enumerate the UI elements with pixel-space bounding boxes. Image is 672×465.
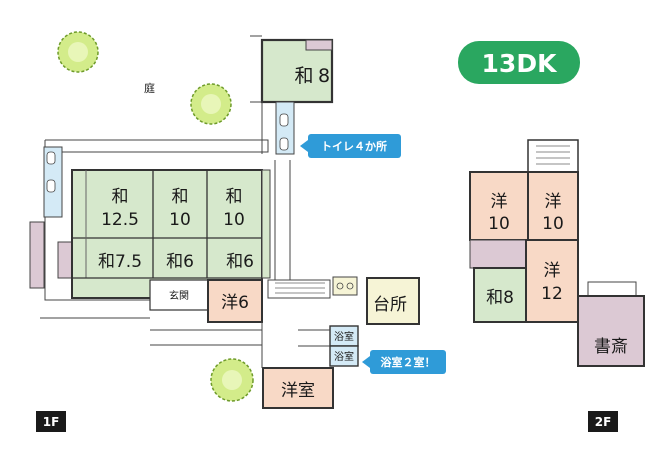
callout-toilet: トイレ４か所 [300, 134, 401, 158]
room-label: 洋 [491, 192, 508, 212]
room-label: 洋室 [281, 381, 315, 401]
room-label: 浴室 [334, 350, 354, 363]
first-floor: 和 12.5 和 10 和 10 和7.5 和6 和6 玄関 洋6 和 8 トイ… [29, 35, 446, 409]
floor-label-1f-text: 1F [43, 415, 60, 429]
callout-toilet-text: トイレ４か所 [321, 139, 387, 153]
tree-icon [57, 31, 99, 73]
tree-icon [210, 358, 254, 402]
room-label: 浴室 [334, 330, 354, 343]
room-label: 12 [541, 284, 563, 304]
room-count-badge: 13DK [458, 41, 580, 84]
floor-label-2f: 2F [588, 411, 618, 432]
room-label: 10 [223, 210, 245, 230]
garden-label: 庭 [144, 81, 155, 95]
room-label: 12.5 [101, 210, 139, 230]
tree-icon [190, 83, 232, 125]
room-label: 10 [542, 214, 564, 234]
room-label: 書斎 [594, 337, 628, 357]
room-label: 玄関 [169, 289, 189, 302]
room-label: 和6 [166, 252, 194, 272]
room-label: 和 [226, 187, 243, 207]
room-label: 和7.5 [98, 252, 142, 272]
floor-label-2f-text: 2F [595, 415, 612, 429]
room-label: 10 [169, 210, 191, 230]
room-label: 和 [172, 187, 189, 207]
floor-label-1f: 1F [36, 411, 66, 432]
room-label: 8 [318, 65, 330, 87]
room-label: 10 [488, 214, 510, 234]
room-label: 和 [294, 65, 313, 87]
callout-bath-text: 浴室２室！ [381, 355, 436, 369]
badge-text: 13DK [482, 49, 559, 78]
room-label: 洋 [545, 192, 562, 212]
callout-bath: 浴室２室！ [362, 350, 446, 374]
second-floor: 洋 10 洋 10 和8 洋 12 書斎 [469, 139, 645, 367]
room-label: 洋 [544, 261, 561, 281]
room-label: 和6 [226, 252, 254, 272]
room-label: 台所 [373, 295, 407, 315]
room-label: 洋6 [221, 293, 249, 313]
room-label: 和 [112, 187, 129, 207]
room-label: 和8 [486, 288, 514, 308]
